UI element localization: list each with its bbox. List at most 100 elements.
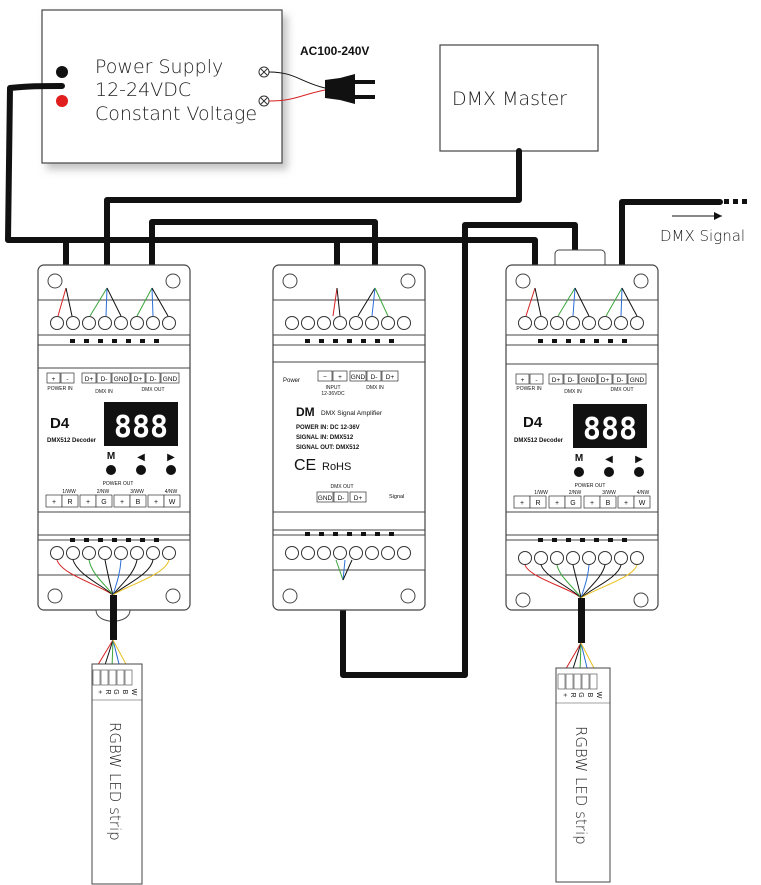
dr-btn-m[interactable] [574,467,584,477]
dl-term-3: D- [101,376,108,383]
dr-out-2: + [555,500,559,507]
dr-btn-right-label: ▶ [635,454,643,465]
amp-spec3: SIGNAL OUT: DMX512 [296,445,360,451]
dl-out-7: W [169,499,176,506]
dl-ch-3: 4/NW [165,489,178,495]
ps-negative-terminal [56,66,68,78]
dr-term-3: D- [568,377,575,384]
dr-term-6: D- [617,377,624,384]
dr-term-5: D+ [601,377,610,384]
dl-ch-0: 1/WW [62,489,76,495]
dl-btn-left[interactable] [136,465,146,475]
amp-dmx-in-label: DMX IN [366,385,384,391]
amp-input-label1: INPUT [326,385,341,391]
amp-term-0: − [323,374,327,381]
amp-spec2: SIGNAL IN: DMX512 [296,435,354,441]
strip-left-cable [95,595,129,669]
sr-pin-1: B [586,693,593,698]
dl-btn-right[interactable] [166,465,176,475]
sl-pin-2: G [112,689,119,694]
dl-dmx-in-label: DMX IN [95,389,113,395]
dr-power-out-label: POWER OUT [575,483,606,489]
amplifier: Power − + GND D- D+ INPUT 12-36VDC DMX I… [272,264,426,611]
ps-positive-terminal [56,95,68,107]
power-supply-line2: 12-24VDC [95,79,191,101]
dr-term-2: D+ [552,377,561,384]
dl-power-in-label: POWER IN [47,386,73,392]
decoder-right: + - D+ D- GND D+ D- GND POWER IN DMX IN … [505,249,659,611]
dr-out-0: + [520,500,524,507]
dr-out-3: G [570,500,575,507]
dr-term-0: + [521,377,525,384]
amp-ce-mark: CE [294,457,316,474]
dl-out-4: + [120,499,124,506]
dl-power-out-label: POWER OUT [103,481,134,487]
strip-left-label: RGBW LED strip [106,722,124,841]
sl-pin-3: R [104,689,111,694]
dl-out-5: B [136,499,141,506]
dr-dmx-in-label: DMX IN [564,389,582,395]
decoder-left-top-screws [50,316,176,330]
dl-term-4: GND [114,376,129,383]
decoder-left-bottom-screws [50,546,176,560]
dr-desc: DMX512 Decoder [514,438,564,444]
dmx-master: DMX Master [439,44,599,152]
dl-term-2: D+ [85,376,94,383]
strip-right-label: RGBW LED strip [572,726,590,845]
dl-btn-m[interactable] [106,465,116,475]
amp-term-4: D+ [386,374,395,381]
dl-term-1: - [66,376,68,383]
amp-model: DM [296,405,315,419]
dl-term-0: + [52,376,56,383]
dl-btn-left-label: ◀ [137,452,145,463]
dl-model: D4 [50,415,70,432]
amp-dmx-out-label: DMX OUT [330,484,353,490]
power-supply: Power Supply 12-24VDC Constant Voltage [41,9,283,164]
dr-out-4: + [590,500,594,507]
dr-btn-left-label: ◀ [605,454,613,465]
ac-plug: AC100-240V [268,44,375,104]
dr-term-1: - [535,377,537,384]
sl-pin-4: + [96,690,103,694]
sr-pin-3: R [569,692,576,697]
dr-out-5: B [606,500,611,507]
dl-out-3: G [101,499,106,506]
dr-display-text: 888 [583,412,637,447]
dl-display-text: 888 [114,410,168,445]
amp-out-0: GND [318,495,333,502]
dr-out-7: W [639,500,646,507]
dr-term-4: GND [581,377,596,384]
dl-term-5: D+ [134,376,143,383]
dr-out-1: R [535,500,540,507]
dl-ch-1: 2/NW [97,489,110,495]
dr-ch-3: 4/NW [637,490,650,496]
dr-ch-1: 2/NW [569,490,582,496]
dr-ch-0: 1/WW [534,490,548,496]
power-supply-line3: Constant Voltage [95,103,257,125]
dl-out-1: R [67,499,72,506]
strip-right: W B G R + RGBW LED strip [555,667,611,883]
dr-display [573,404,647,448]
dmx-master-label: DMX Master [452,88,567,110]
amp-desc: DMX Signal Amplifier [321,410,383,417]
dr-btn-right[interactable] [634,467,644,477]
dmx-signal-label: DMX Signal [660,227,745,245]
sr-pin-2: G [577,692,584,697]
amp-spec1: POWER IN: DC 12-36V [296,425,360,431]
sr-pin-0: W [595,692,602,699]
amp-term-2: GND [351,374,366,381]
sl-pin-0: W [130,689,137,696]
dr-btn-left[interactable] [604,467,614,477]
amp-term-1: + [338,374,342,381]
sr-pin-4: + [561,693,568,697]
dr-model: D4 [523,414,543,431]
dl-out-2: + [86,499,90,506]
dl-desc: DMX512 Decoder [47,438,97,444]
amp-term-3: D- [371,374,378,381]
dl-term-7: GND [163,376,178,383]
power-supply-line1: Power Supply [95,56,223,78]
dr-btn-m-label: M [575,453,583,464]
dl-display [104,402,178,446]
amp-out-2: D+ [354,495,363,502]
decoder-left: + - D+ D- GND D+ D- GND POWER IN DMX IN … [37,264,191,622]
